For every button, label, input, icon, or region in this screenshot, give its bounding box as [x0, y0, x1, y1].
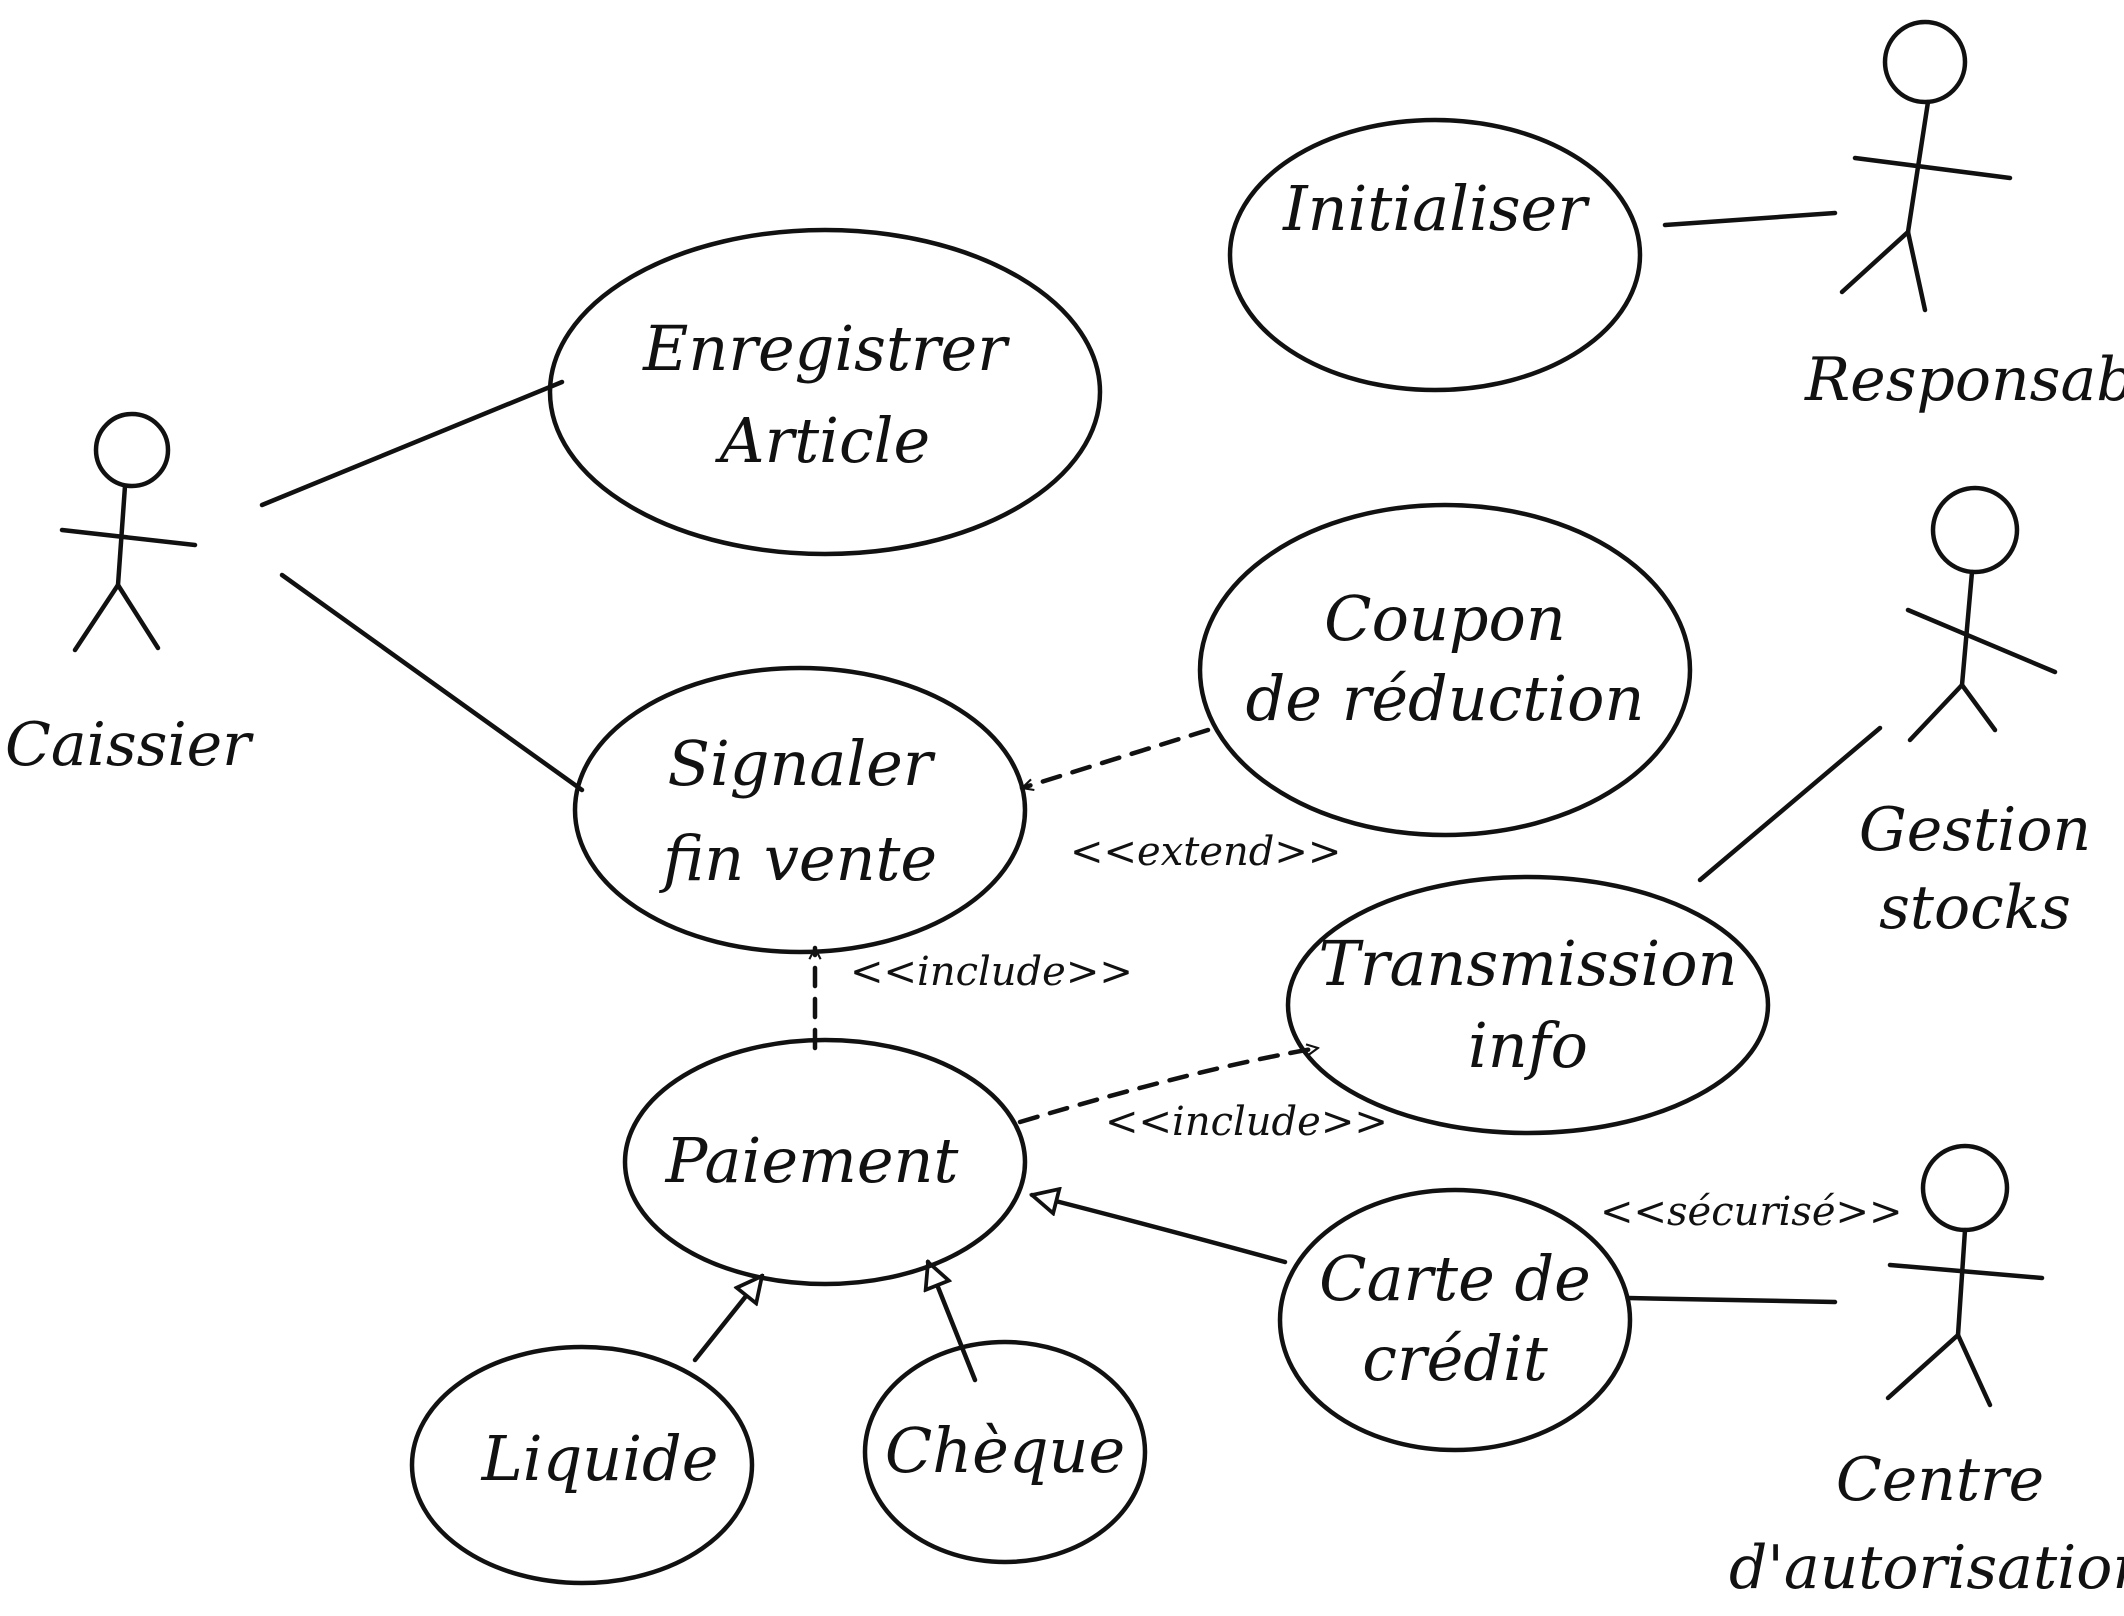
use-case-initialiser[interactable]: Initialiser — [1227, 117, 1643, 393]
actor-centre-label-line2: d'autorisation — [1729, 1533, 2124, 1603]
transmission-label-line1: Transmission — [1318, 927, 1737, 1000]
actor-responsable-label: Responsable — [1804, 345, 2124, 415]
stick-figure-icon — [1839, 19, 2013, 313]
actor-gestion-stocks[interactable]: Gestion stocks — [1859, 485, 2091, 943]
stick-figure-icon — [1885, 1143, 2045, 1408]
association-carte-centre — [1625, 1295, 1838, 1305]
actor-gestion-stocks-label-line1: Gestion — [1859, 795, 2091, 865]
generalization-carte-paiement — [1032, 1195, 1288, 1265]
secure-stereotype-label: <<sécurisé>> — [1600, 1189, 1903, 1235]
include-stereotype-label-signaler: <<include>> — [850, 949, 1133, 995]
paiement-label: Paiement — [665, 1124, 959, 1197]
cheque-label: Chèque — [885, 1414, 1125, 1487]
svg-text:Chèque: Chèque — [885, 1414, 1125, 1487]
extend-arrow-coupon-signaler — [1019, 727, 1211, 788]
stick-figure-icon — [59, 411, 198, 653]
association-transmission-gestion — [1697, 725, 1883, 883]
enregistrer-label-line2: Article — [715, 404, 930, 477]
coupon-label-line1: Coupon — [1324, 582, 1566, 655]
generalization-liquide-paiement — [692, 1276, 762, 1363]
transmission-label-line2: info — [1468, 1009, 1588, 1082]
initialiser-label: Initialiser — [1282, 172, 1590, 245]
liquide-label: Liquide — [481, 1422, 719, 1495]
enregistrer-label-line1: Enregistrer — [642, 312, 1010, 385]
association-caissier-enregistrer — [259, 379, 565, 508]
actor-centre-autorisation[interactable]: Centre d'autorisation — [1729, 1143, 2124, 1603]
association-initialiser-responsable — [1662, 210, 1838, 228]
actor-responsable[interactable]: Responsable — [1804, 19, 2124, 415]
actor-caissier-label: Caissier — [5, 710, 254, 780]
use-case-signaler-fin-vente[interactable]: Signaler fin vente — [572, 665, 1028, 955]
use-case-transmission-info[interactable]: Transmission info — [1285, 874, 1771, 1136]
actor-caissier[interactable]: Caissier — [5, 411, 254, 780]
use-case-paiement[interactable]: Paiement — [622, 1037, 1028, 1287]
signaler-label-line2: fin vente — [659, 822, 937, 895]
carte-label-line2: crédit — [1362, 1322, 1548, 1395]
include-stereotype-label-transmission: <<include>> — [1105, 1099, 1388, 1145]
svg-text:Liquide: Liquide — [481, 1422, 719, 1495]
association-caissier-signaler — [279, 572, 585, 793]
stick-figure-icon — [1905, 485, 2058, 743]
use-case-cheque[interactable]: Chèque — [862, 1339, 1148, 1565]
coupon-label-line2: de réduction — [1246, 662, 1645, 735]
actor-gestion-stocks-label-line2: stocks — [1879, 873, 2071, 943]
carte-label-line1: Carte de — [1319, 1242, 1591, 1315]
use-case-liquide[interactable]: Liquide — [409, 1344, 755, 1586]
extend-stereotype-label: <<extend>> — [1070, 829, 1341, 875]
include-arrow-paiement-transmission — [1017, 1048, 1318, 1125]
svg-text:Paiement: Paiement — [665, 1124, 959, 1197]
generalization-cheque-paiement — [928, 1262, 978, 1383]
actor-centre-label-line1: Centre — [1836, 1445, 2044, 1515]
svg-text:Initialiser: Initialiser — [1282, 172, 1590, 245]
signaler-label-line1: Signaler — [667, 727, 935, 800]
